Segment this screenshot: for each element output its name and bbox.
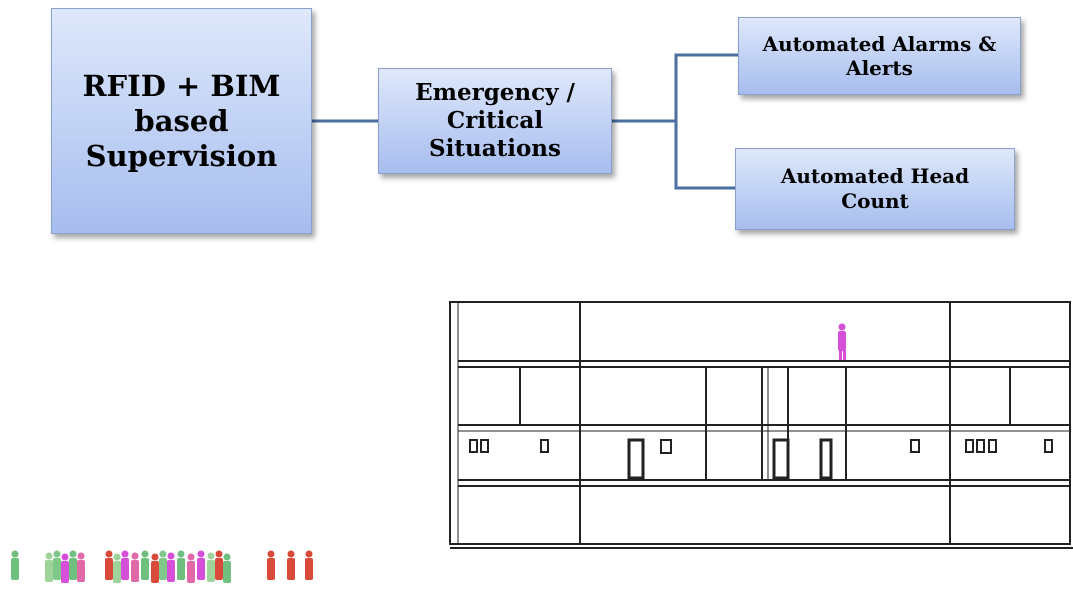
node-automated-head-count: Automated Head Count: [735, 148, 1015, 230]
node-label: RFID + BIM based Supervision: [82, 68, 281, 173]
people-silhouettes-icon: [11, 550, 313, 583]
node-label: Automated Alarms & Alerts: [762, 32, 997, 80]
node-automated-alarms-alerts: Automated Alarms & Alerts: [738, 17, 1021, 95]
connector-lines: [312, 53, 738, 190]
connector-emergency-alarms: [612, 53, 738, 123]
node-label: Automated Head Count: [780, 164, 970, 213]
node-label: Emergency / Critical Situations: [415, 79, 575, 162]
person-figure-icon: [838, 323, 846, 360]
node-rfid-bim-supervision: RFID + BIM based Supervision: [51, 8, 312, 234]
node-emergency-critical-situations: Emergency / Critical Situations: [378, 68, 612, 174]
connector-emergency-headcount: [674, 121, 735, 190]
building-elevation-icon: [449, 301, 1073, 549]
